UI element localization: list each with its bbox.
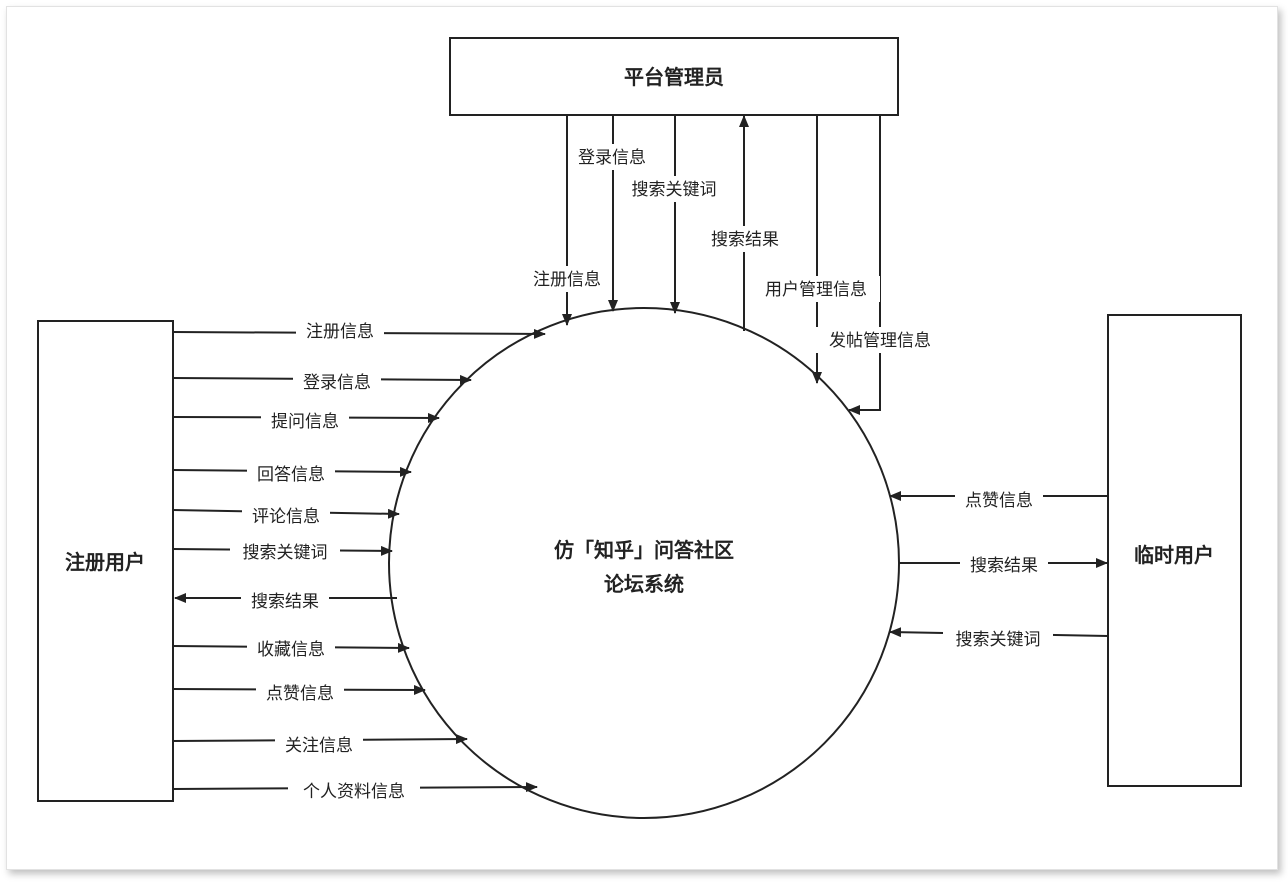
entity-registered-user: 注册用户 xyxy=(37,320,174,802)
entity-registered-user-label: 注册用户 xyxy=(65,550,145,574)
flow-label: 收藏信息 xyxy=(257,640,325,660)
flow-label: 评论信息 xyxy=(252,507,320,527)
entity-temp-user-label: 临时用户 xyxy=(1134,543,1214,567)
flow-label: 点赞信息 xyxy=(965,491,1033,511)
flow-arrow xyxy=(848,115,881,415)
flow-label: 搜索结果 xyxy=(970,556,1038,576)
flow-label: 搜索结果 xyxy=(711,230,779,250)
flow-label: 发帖管理信息 xyxy=(829,331,931,351)
flow-label: 用户管理信息 xyxy=(765,280,867,300)
flow-label: 点赞信息 xyxy=(266,684,334,704)
diagram-canvas: 平台管理员 注册用户 临时用户 仿「知乎」问答社区 论坛系统 登录信息 搜索关键… xyxy=(6,6,1278,870)
process-title-line1: 仿「知乎」问答社区 xyxy=(554,538,734,562)
data-flow-diagram: 平台管理员 注册用户 临时用户 仿「知乎」问答社区 论坛系统 登录信息 搜索关键… xyxy=(37,37,1242,819)
entity-admin: 平台管理员 xyxy=(449,37,899,116)
flow-label: 搜索关键词 xyxy=(243,543,328,563)
flow-label: 登录信息 xyxy=(303,373,371,393)
flow-label: 提问信息 xyxy=(271,412,339,432)
admin-flow-labels: 登录信息 搜索关键词 搜索结果 注册信息 用户管理信息 发帖管理信息 xyxy=(523,144,944,353)
flow-label: 搜索关键词 xyxy=(956,630,1041,650)
registered-user-flow-labels: 注册信息 登录信息 提问信息 回答信息 评论信息 搜索关键词 搜索结果 收藏信息… xyxy=(230,318,420,804)
process-title-line2: 论坛系统 xyxy=(604,572,684,596)
flow-label: 登录信息 xyxy=(578,148,646,168)
flow-label: 注册信息 xyxy=(533,270,601,290)
flow-label: 搜索结果 xyxy=(251,592,319,612)
entity-admin-label: 平台管理员 xyxy=(624,65,724,89)
flow-label: 关注信息 xyxy=(285,736,353,756)
flow-label: 个人资料信息 xyxy=(303,782,405,802)
flow-label: 注册信息 xyxy=(306,322,374,342)
process-circle: 仿「知乎」问答社区 论坛系统 xyxy=(388,307,900,819)
flow-label: 回答信息 xyxy=(257,465,325,485)
temp-user-flow-labels: 点赞信息 搜索结果 搜索关键词 xyxy=(943,487,1053,652)
entity-temp-user: 临时用户 xyxy=(1107,314,1242,787)
flow-label: 搜索关键词 xyxy=(632,180,717,200)
